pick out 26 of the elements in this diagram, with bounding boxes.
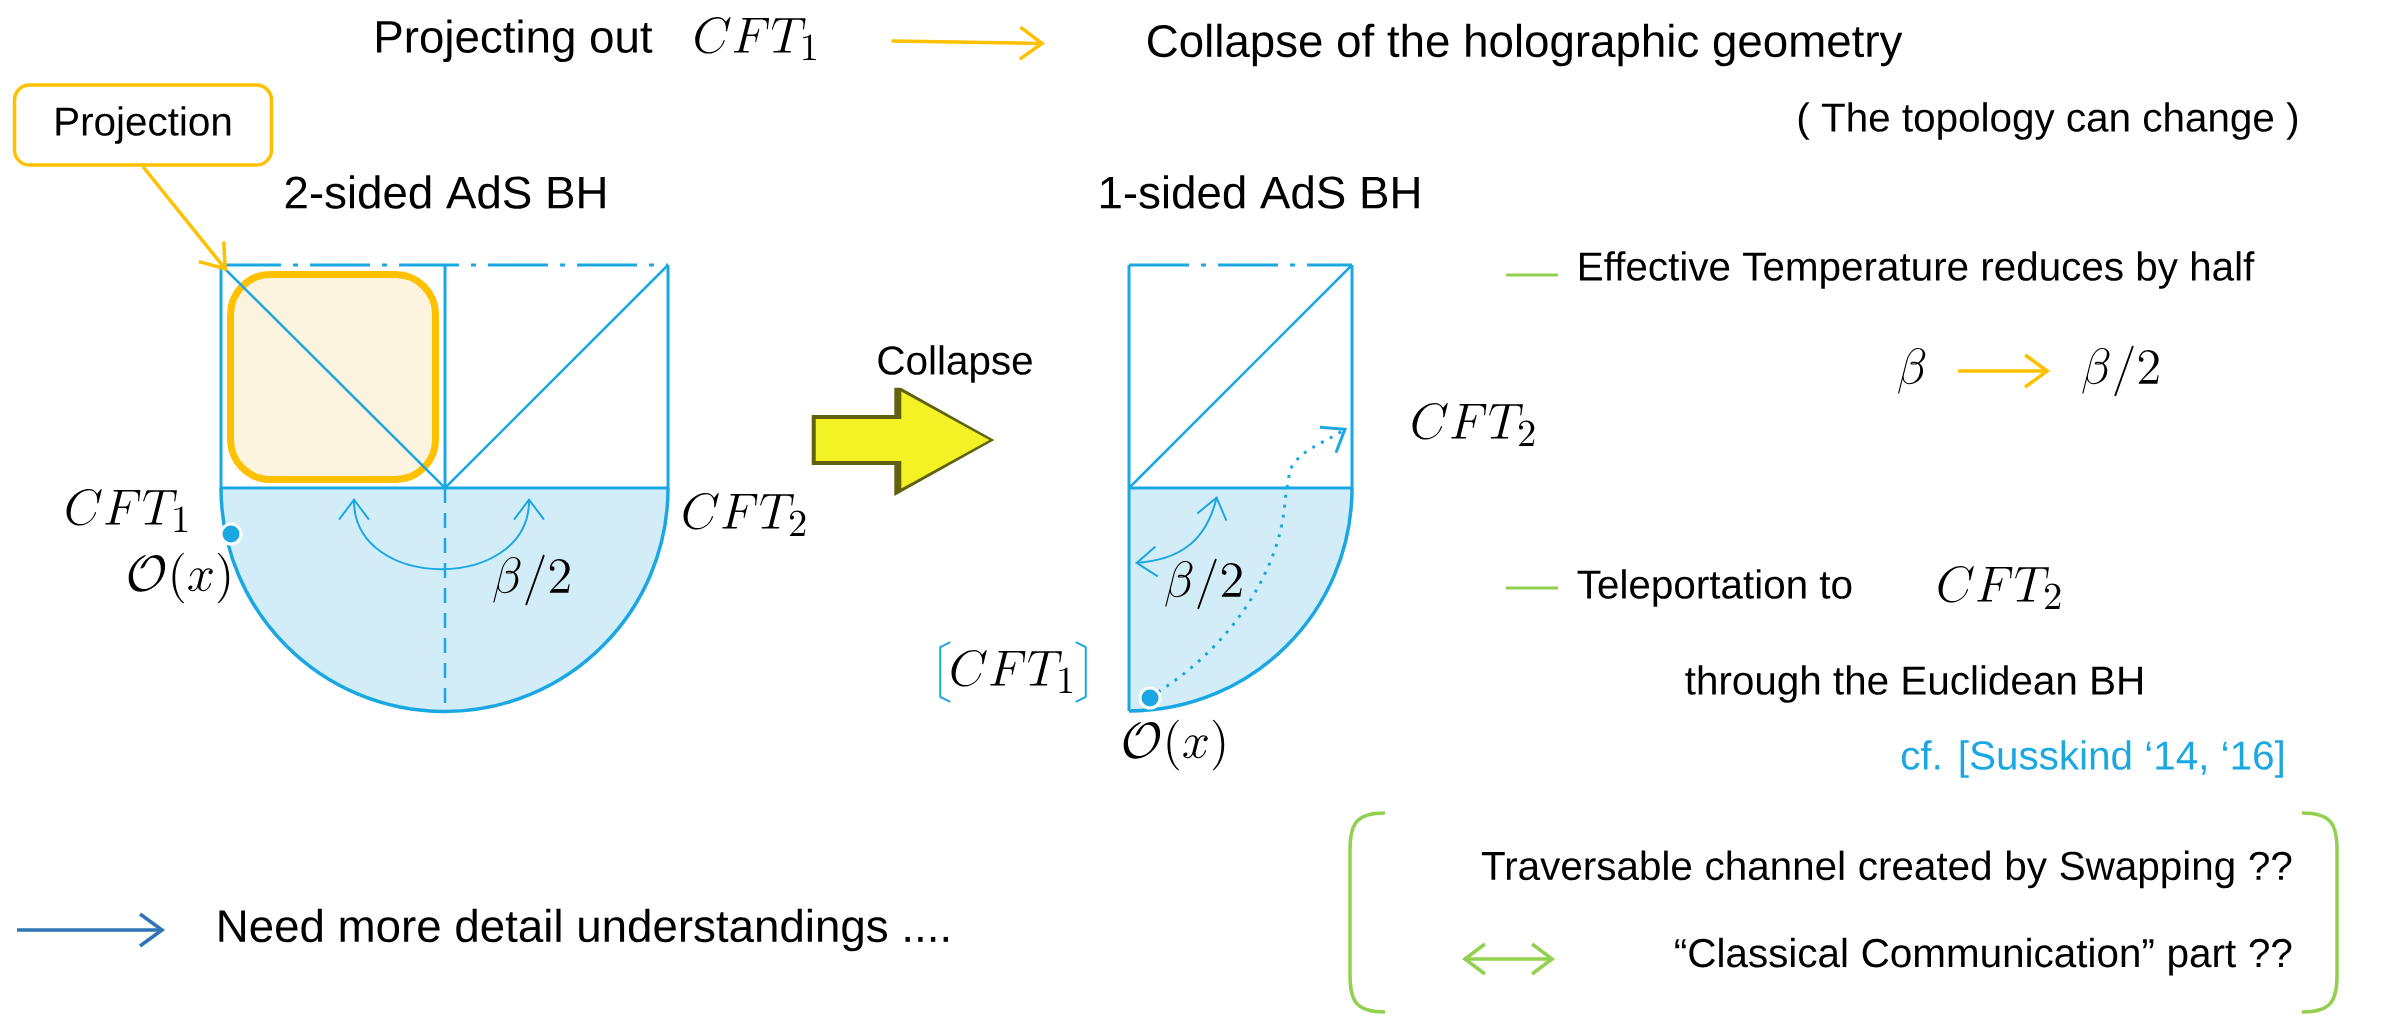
bracketed-formula: $CFT_1$ <box>939 641 1087 703</box>
highlight-box <box>227 271 439 483</box>
heading: Collapse of the holographic geometry <box>1148 23 1903 67</box>
formula-label: $CFT_2$ <box>1938 565 2061 610</box>
formula-label: $\beta/2$ <box>493 554 570 606</box>
text-label: ( The topology can change ) <box>1798 102 2298 140</box>
formula-label: $CFT_1$ <box>66 488 188 533</box>
formula: $\beta$ <box>1898 348 1926 394</box>
arrow <box>17 912 165 948</box>
formula-label: $\beta/2$ <box>1165 558 1242 610</box>
heading-with-formula: Projecting out $CFT_1$ <box>377 16 816 63</box>
text-label: through the Euclidean BH <box>1685 665 2142 703</box>
text-label: Teleportation to <box>1577 569 1852 607</box>
formula-label: $CFT_2$ <box>1412 402 1535 447</box>
formula-label: $\mathcal{O}(x)$ <box>1123 719 1225 771</box>
edge-label: Collapse <box>871 340 1039 388</box>
arrow <box>891 25 1046 61</box>
arrow <box>141 165 227 271</box>
formula-label: $CFT_2$ <box>683 492 806 537</box>
text-label: Effective Temperature reduces by half <box>1580 251 2255 289</box>
formula: $\beta/2$ <box>2082 345 2159 397</box>
bracket-box: Traversable channel created by Swapping ?? “Classical Communication” part ?? <box>1348 811 2339 1014</box>
callout-box: Projection <box>12 83 274 167</box>
formula-label: $\mathcal{O}(x)$ <box>128 552 230 604</box>
note-text: Need more detail understandings .... <box>219 908 948 952</box>
arrow <box>1958 353 2051 389</box>
